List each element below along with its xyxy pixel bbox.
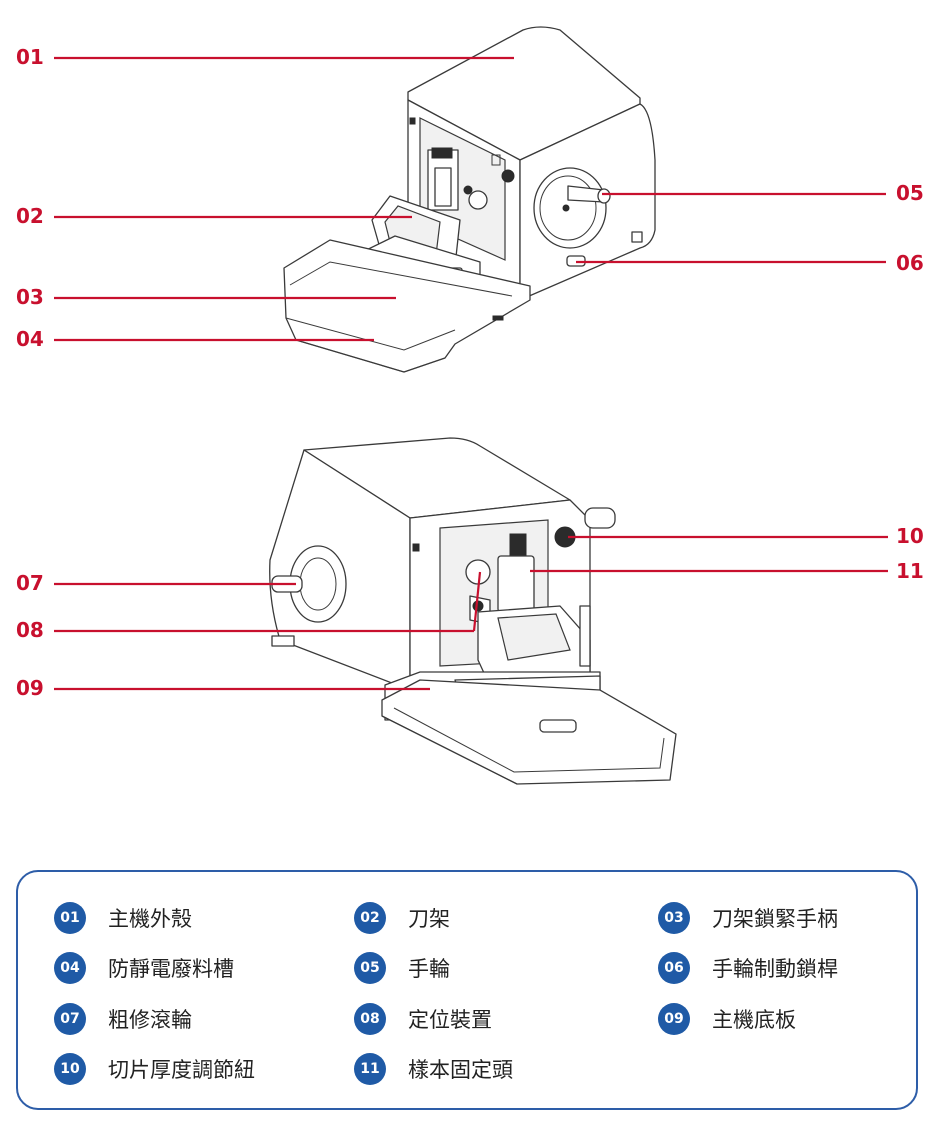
legend-item: 01 主機外殼 <box>54 902 192 934</box>
callout-08: 08 <box>16 571 482 642</box>
legend-label: 防靜電廢料槽 <box>108 957 234 981</box>
callout-11: 11 <box>530 559 924 583</box>
svg-text:01: 01 <box>16 45 44 69</box>
legend-item: 10 切片厚度調節紐 <box>54 1053 255 1085</box>
legend-label: 主機底板 <box>712 1008 796 1032</box>
callout-07: 07 <box>16 571 296 595</box>
legend-label: 切片厚度調節紐 <box>108 1058 255 1082</box>
svg-text:02: 02 <box>16 204 44 228</box>
legend-item: 07 粗修滾輪 <box>54 1003 192 1035</box>
svg-text:05: 05 <box>896 181 924 205</box>
number-badge: 06 <box>658 952 690 984</box>
legend-label: 手輪 <box>408 957 450 981</box>
parts-legend: 01 主機外殼 02 刀架 03 刀架鎖緊手柄 04 防靜電廢料槽 05 手輪 … <box>16 870 918 1110</box>
number-badge: 04 <box>54 952 86 984</box>
callout-06: 06 <box>576 251 924 275</box>
svg-text:10: 10 <box>896 524 924 548</box>
callout-02: 02 <box>16 204 412 228</box>
svg-text:03: 03 <box>16 285 44 309</box>
legend-item: 02 刀架 <box>354 902 450 934</box>
legend-label: 刀架鎖緊手柄 <box>712 907 838 931</box>
legend-item: 09 主機底板 <box>658 1003 796 1035</box>
number-badge: 02 <box>354 902 386 934</box>
legend-item: 11 樣本固定頭 <box>354 1053 513 1085</box>
legend-label: 粗修滾輪 <box>108 1008 192 1032</box>
legend-label: 主機外殼 <box>108 907 192 931</box>
svg-text:08: 08 <box>16 618 44 642</box>
callout-05: 05 <box>602 181 924 205</box>
callout-03: 03 <box>16 285 396 309</box>
legend-label: 樣本固定頭 <box>408 1058 513 1082</box>
svg-text:07: 07 <box>16 571 44 595</box>
legend-item: 03 刀架鎖緊手柄 <box>658 902 838 934</box>
number-badge: 09 <box>658 1003 690 1035</box>
number-badge: 05 <box>354 952 386 984</box>
callout-01: 01 <box>16 45 514 69</box>
legend-label: 刀架 <box>408 907 450 931</box>
svg-text:09: 09 <box>16 676 44 700</box>
legend-label: 手輪制動鎖桿 <box>712 957 838 981</box>
number-badge: 07 <box>54 1003 86 1035</box>
legend-item: 06 手輪制動鎖桿 <box>658 952 838 984</box>
svg-text:06: 06 <box>896 251 924 275</box>
number-badge: 08 <box>354 1003 386 1035</box>
microtome-front-view-drawing <box>283 26 656 373</box>
legend-item: 05 手輪 <box>354 952 450 984</box>
legend-item: 04 防靜電廢料槽 <box>54 952 234 984</box>
callout-09: 09 <box>16 676 430 700</box>
number-badge: 03 <box>658 902 690 934</box>
number-badge: 01 <box>54 902 86 934</box>
microtome-left-view-drawing <box>269 437 677 785</box>
number-badge: 11 <box>354 1053 386 1085</box>
legend-item: 08 定位裝置 <box>354 1003 492 1035</box>
svg-text:04: 04 <box>16 327 44 351</box>
microtome-diagram: 01 02 03 04 05 06 07 08 09 10 11 <box>16 26 924 785</box>
callout-04: 04 <box>16 327 374 351</box>
svg-text:11: 11 <box>896 559 924 583</box>
legend-label: 定位裝置 <box>408 1008 492 1032</box>
callout-10: 10 <box>568 524 924 548</box>
number-badge: 10 <box>54 1053 86 1085</box>
